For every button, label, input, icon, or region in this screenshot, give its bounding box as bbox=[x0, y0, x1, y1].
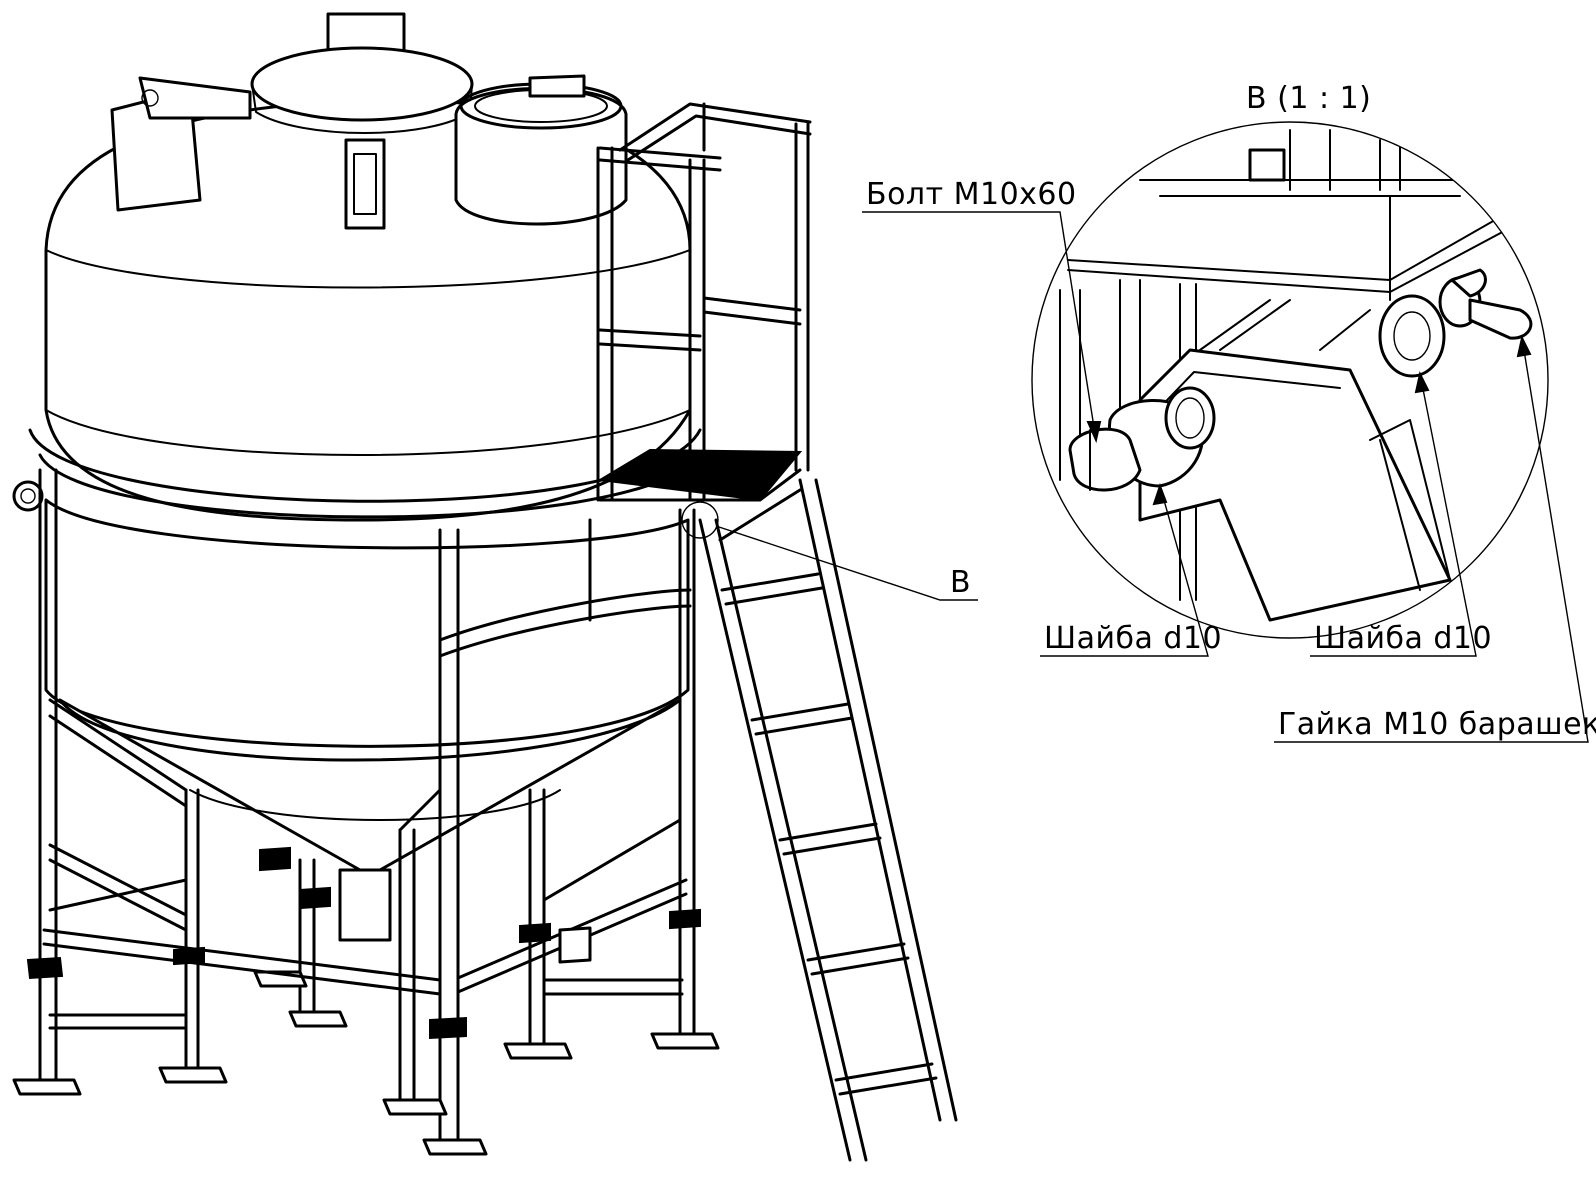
wing-nut bbox=[1378, 268, 1533, 378]
detail-view-b bbox=[862, 121, 1589, 743]
top-lid bbox=[250, 46, 474, 134]
tank-cone bbox=[44, 498, 690, 942]
washer-right-label: Шайба d10 bbox=[1314, 621, 1492, 656]
foot-plates bbox=[12, 970, 720, 1156]
wing-nut-leader bbox=[1274, 337, 1589, 743]
washer-left-arrow bbox=[1152, 483, 1168, 506]
washer-right-arrow bbox=[1414, 371, 1430, 394]
top-handle bbox=[326, 12, 406, 54]
frame-bracing bbox=[42, 518, 692, 1030]
dome-lugs bbox=[110, 74, 586, 230]
view-b-marker bbox=[681, 501, 978, 601]
bolt-arrow bbox=[1086, 421, 1102, 444]
wing-nut-label: Гайка М10 барашек bbox=[1278, 707, 1596, 742]
side-hatch bbox=[454, 82, 628, 226]
clamps bbox=[26, 846, 701, 1040]
labels: В (1 : 1) Болт М10х60 Шайба d10 Шайба d1… bbox=[866, 81, 1596, 742]
wing-nut-arrow bbox=[1516, 335, 1532, 358]
bolt-label: Болт М10х60 bbox=[866, 177, 1077, 212]
bolt-head bbox=[1068, 386, 1216, 492]
washer-left-label: Шайба d10 bbox=[1044, 621, 1222, 656]
silo-assembly bbox=[12, 12, 978, 1162]
ladder bbox=[698, 478, 958, 1162]
washer-right-leader bbox=[1310, 373, 1477, 657]
view-mark-label: В bbox=[950, 565, 971, 600]
detail-circle bbox=[1031, 121, 1549, 639]
frame-legs bbox=[38, 468, 696, 1147]
platform bbox=[596, 102, 812, 502]
bolt-leader bbox=[862, 211, 1097, 441]
washer-left-leader bbox=[1040, 485, 1209, 657]
detail-view-title: В (1 : 1) bbox=[1246, 81, 1371, 116]
